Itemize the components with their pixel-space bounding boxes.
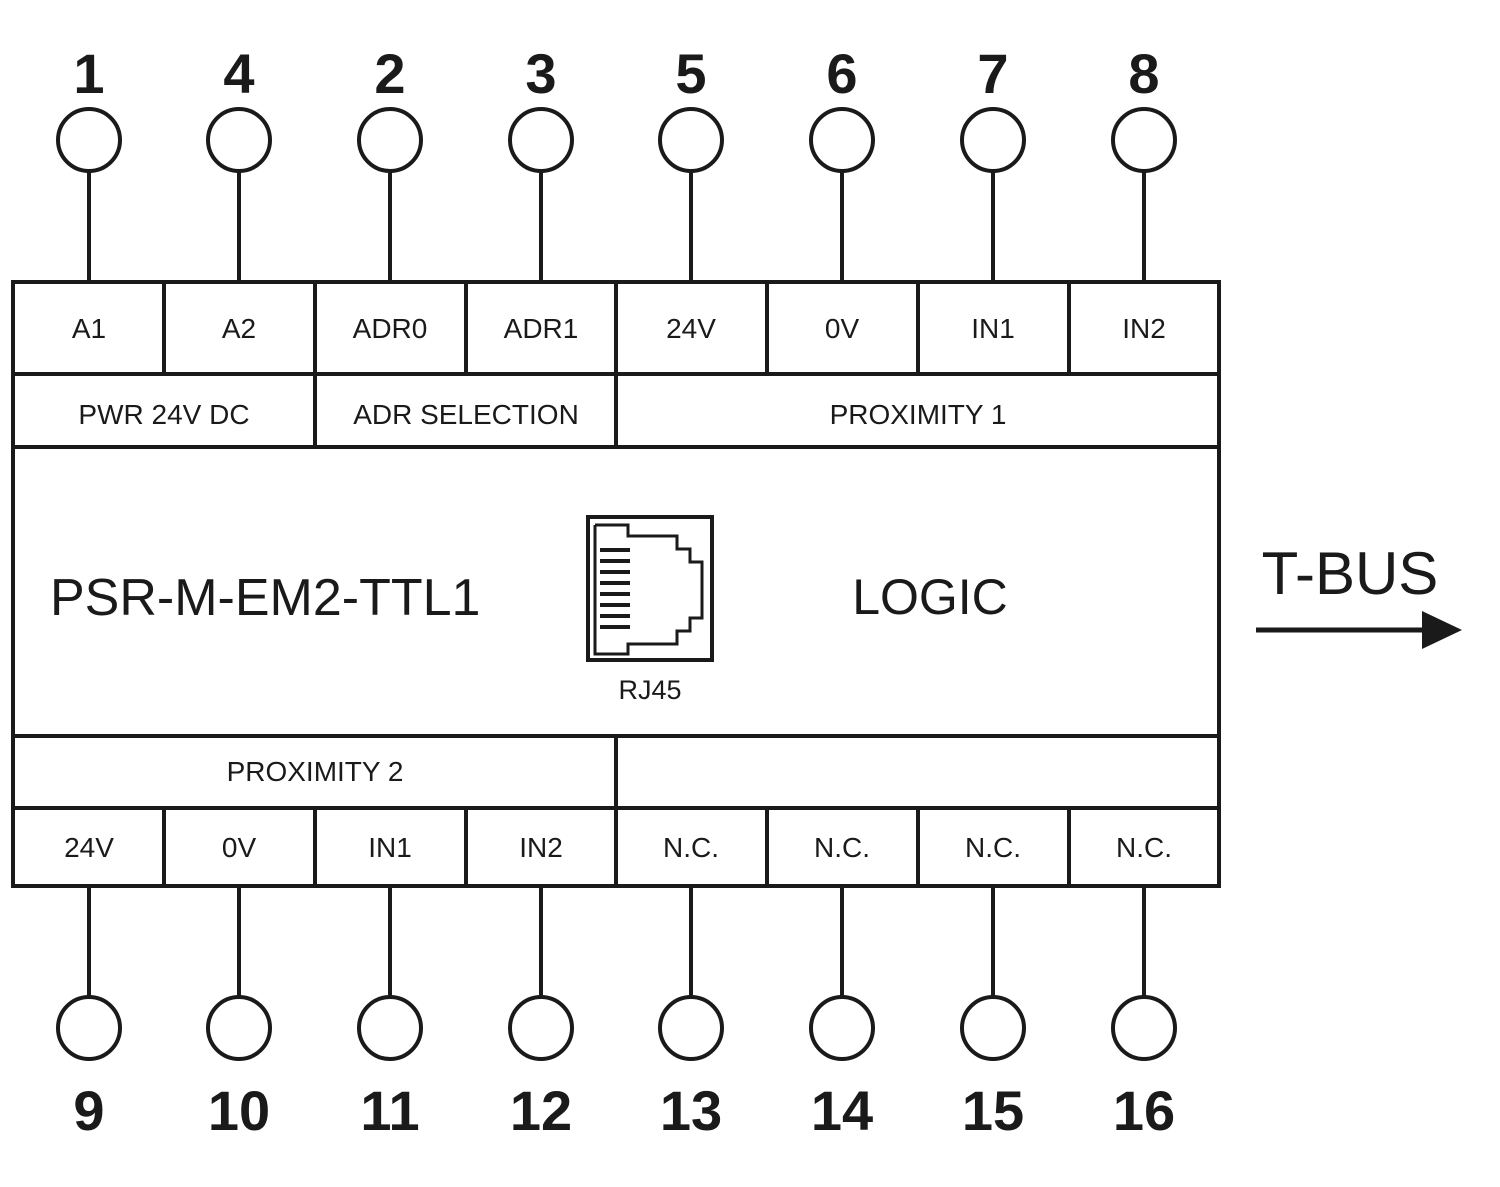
bottom-terminal-number: 12 xyxy=(510,1079,572,1142)
top-terminal-label: A2 xyxy=(222,313,256,344)
bottom-terminal-number: 10 xyxy=(208,1079,270,1142)
bottom-terminal-labels: 24V 0V IN1 IN2 N.C. N.C. N.C. N.C. xyxy=(64,832,1172,863)
top-terminal-number: 4 xyxy=(223,42,254,105)
top-terminal-labels: A1 A2 ADR0 ADR1 24V 0V IN1 IN2 xyxy=(72,313,1166,344)
bottom-terminal-screw-icon xyxy=(508,995,574,1061)
group-label-proximity-1: PROXIMITY 1 xyxy=(830,399,1007,430)
bottom-terminal-number: 13 xyxy=(660,1079,722,1142)
rj45-jack-outline xyxy=(586,515,714,662)
bottom-terminal-screw-icon xyxy=(809,995,875,1061)
bottom-group-labels: PROXIMITY 2 xyxy=(227,756,404,787)
bottom-terminal-numbers: 9 10 11 12 13 14 15 16 xyxy=(73,1079,1175,1142)
top-terminal-label: ADR0 xyxy=(353,313,428,344)
top-terminal-screw-icon xyxy=(508,107,574,173)
top-terminal-screw-icon xyxy=(357,107,423,173)
top-terminal-number: 8 xyxy=(1128,42,1159,105)
module-body xyxy=(11,280,1221,888)
bottom-terminal-screw-icon xyxy=(1111,995,1177,1061)
top-terminal-number: 2 xyxy=(374,42,405,105)
top-terminal-number: 3 xyxy=(525,42,556,105)
rj45-connector-icon xyxy=(586,515,714,662)
bus-arrow-icon xyxy=(1256,611,1462,649)
top-terminal-screw-icon xyxy=(658,107,724,173)
top-terminal-label: 24V xyxy=(666,313,716,344)
top-terminal-screw-icon xyxy=(1111,107,1177,173)
group-label-proximity-2: PROXIMITY 2 xyxy=(227,756,404,787)
top-group-labels: PWR 24V DC ADR SELECTION PROXIMITY 1 xyxy=(78,399,1006,430)
bottom-terminal-screw-icon xyxy=(960,995,1026,1061)
top-terminal-number: 1 xyxy=(73,42,104,105)
top-terminal-number: 5 xyxy=(675,42,706,105)
bottom-terminal-number: 11 xyxy=(360,1079,419,1142)
top-terminal-screw-icon xyxy=(809,107,875,173)
bottom-terminal-label: N.C. xyxy=(663,832,719,863)
top-terminal-screw-icon xyxy=(960,107,1026,173)
top-terminal-number: 7 xyxy=(977,42,1008,105)
bottom-terminal-screw-icon xyxy=(658,995,724,1061)
bottom-terminal-screw-icon xyxy=(206,995,272,1061)
top-terminal-label: ADR1 xyxy=(504,313,579,344)
bottom-terminal-label: IN2 xyxy=(519,832,563,863)
bus-arrow-head xyxy=(1422,611,1462,649)
top-terminal-numbers: 1 4 2 3 5 6 7 8 xyxy=(73,42,1159,105)
top-terminal-number: 6 xyxy=(826,42,857,105)
bottom-terminal-screw-icon xyxy=(357,995,423,1061)
bottom-terminal-number: 15 xyxy=(962,1079,1024,1142)
bottom-terminal-label: N.C. xyxy=(965,832,1021,863)
top-terminal-screw-icon xyxy=(56,107,122,173)
top-terminal-screw-icon xyxy=(206,107,272,173)
module-name: PSR-M-EM2-TTL1 xyxy=(50,569,480,627)
top-terminal-label: IN1 xyxy=(971,313,1015,344)
top-terminal-label: A1 xyxy=(72,313,106,344)
bottom-terminal-number: 14 xyxy=(811,1079,873,1142)
bus-label: T-BUS xyxy=(1262,540,1439,607)
bottom-terminal-label: 0V xyxy=(222,832,257,863)
group-label-address: ADR SELECTION xyxy=(353,399,579,430)
bottom-terminal-number: 9 xyxy=(73,1079,104,1142)
top-terminal-label: IN2 xyxy=(1122,313,1166,344)
logic-label: LOGIC xyxy=(852,569,1008,625)
bottom-terminal-label: 24V xyxy=(64,832,114,863)
bottom-terminal-label: N.C. xyxy=(1116,832,1172,863)
rj45-label: RJ45 xyxy=(618,675,681,705)
top-terminal-connectors xyxy=(56,107,1177,282)
top-terminal-label: 0V xyxy=(825,313,860,344)
bottom-terminal-label: IN1 xyxy=(368,832,412,863)
rj45-port-cavity xyxy=(593,523,704,656)
group-label-power: PWR 24V DC xyxy=(78,399,249,430)
bottom-terminal-screw-icon xyxy=(56,995,122,1061)
bottom-terminal-number: 16 xyxy=(1113,1079,1175,1142)
bottom-terminal-label: N.C. xyxy=(814,832,870,863)
bottom-terminal-connectors xyxy=(56,886,1177,1061)
